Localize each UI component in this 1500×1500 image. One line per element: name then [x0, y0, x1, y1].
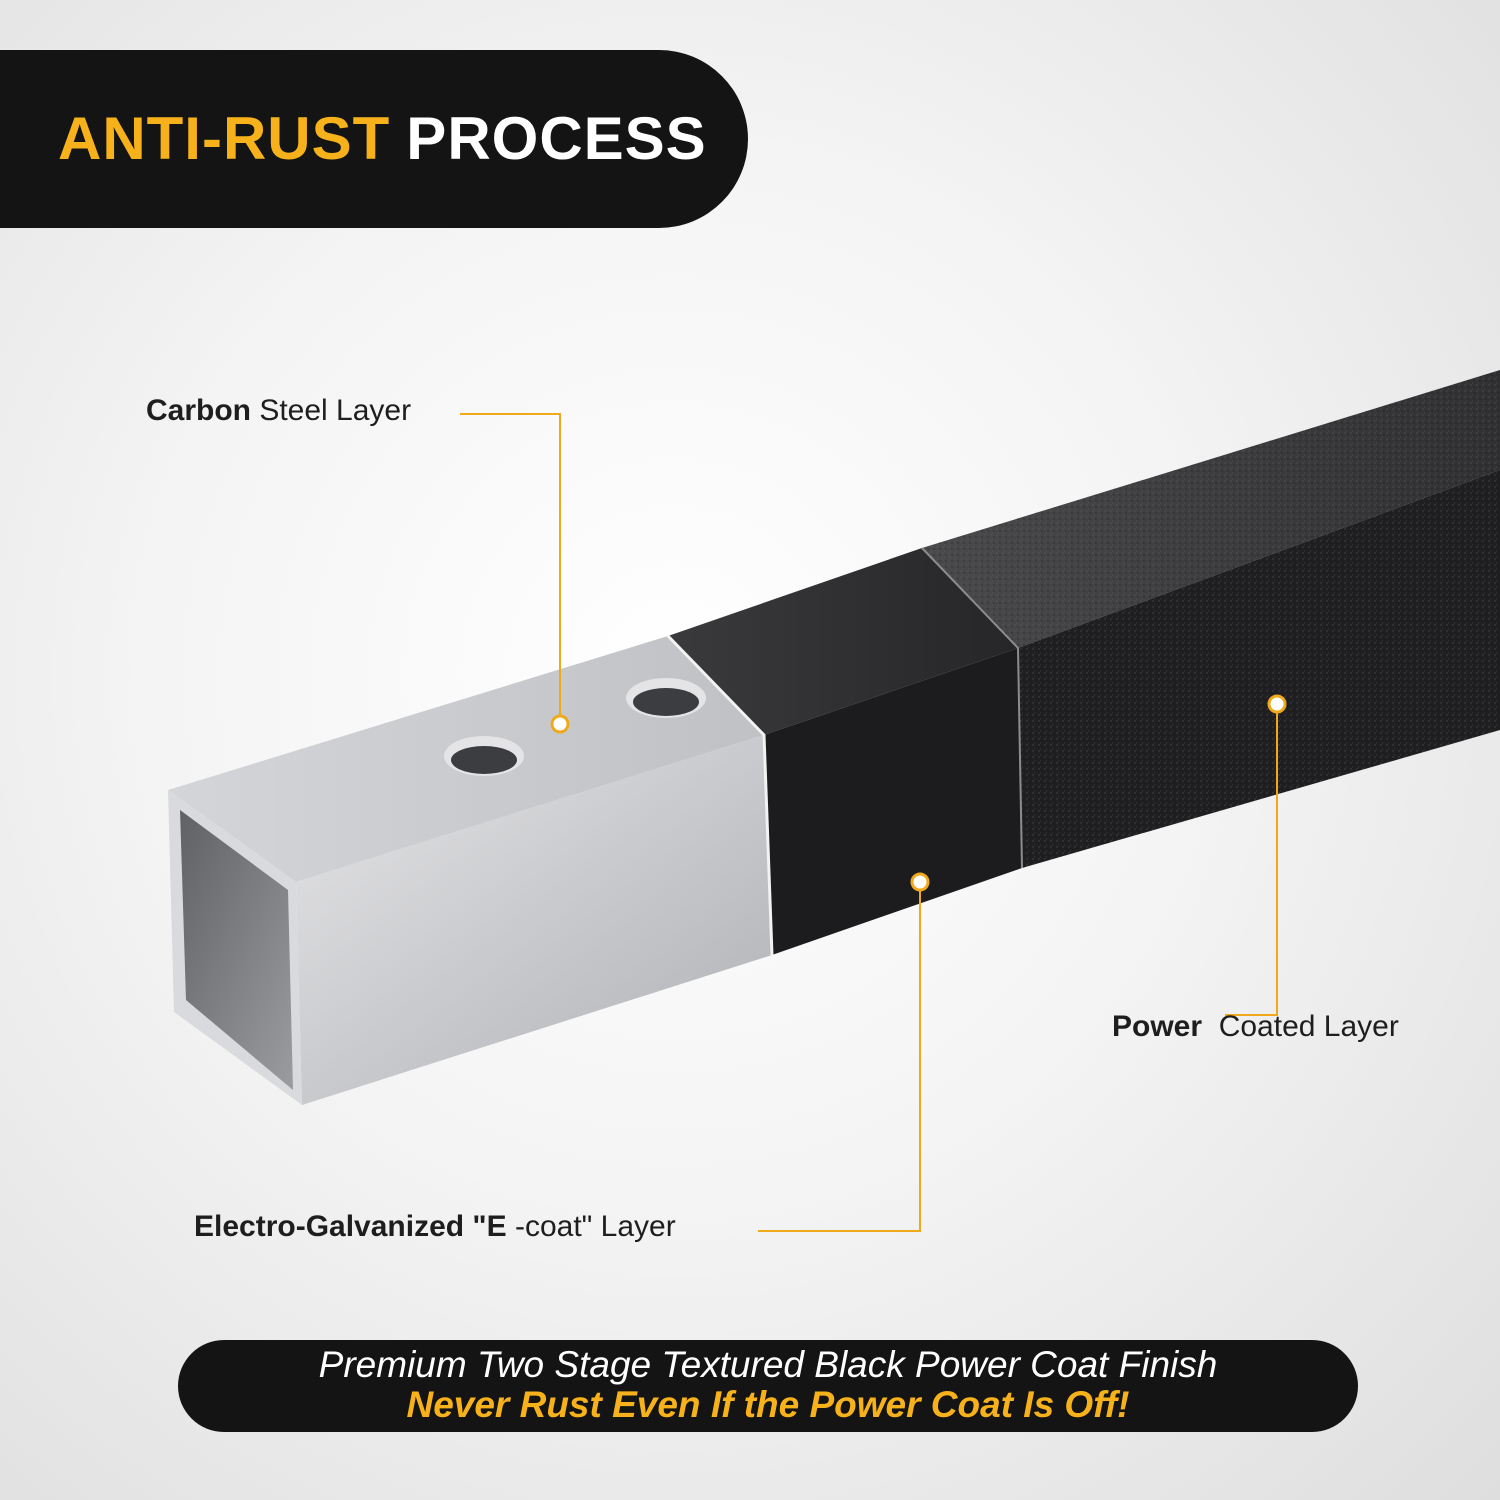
bottom-tagline-2: Never Rust Even If the Power Coat Is Off… [406, 1384, 1130, 1425]
label-carbon-rest: Steel Layer [251, 394, 412, 427]
title-rest: PROCESS [406, 105, 707, 172]
label-power-bold: Power [1112, 1010, 1203, 1043]
label-carbon-bold: Carbon [146, 394, 251, 427]
carbon-steel-segment [168, 634, 774, 1105]
ecoat-segment [668, 547, 1023, 955]
bottom-tagline-1: Premium Two Stage Textured Black Power C… [318, 1344, 1218, 1385]
callout-dots [550, 694, 1287, 892]
label-electro-galvanized-layer: Electro-Galvanized "E -coat" Layer [194, 1210, 676, 1244]
label-power-coated-layer: Power Coated Layer [1112, 1010, 1399, 1044]
callout-lines [460, 413, 1278, 1232]
label-egalv-rest: -coat" Layer [506, 1210, 676, 1243]
powder-coated-segment [922, 370, 1500, 868]
bottom-banner [178, 1340, 1358, 1432]
label-egalv-bold: Electro-Galvanized "E [194, 1210, 507, 1243]
title-banner [0, 50, 748, 228]
label-carbon-steel-layer: Carbon Steel Layer [146, 394, 411, 428]
title-accent: ANTI-RUST [58, 105, 391, 172]
label-power-rest: Coated Layer [1202, 1010, 1399, 1043]
